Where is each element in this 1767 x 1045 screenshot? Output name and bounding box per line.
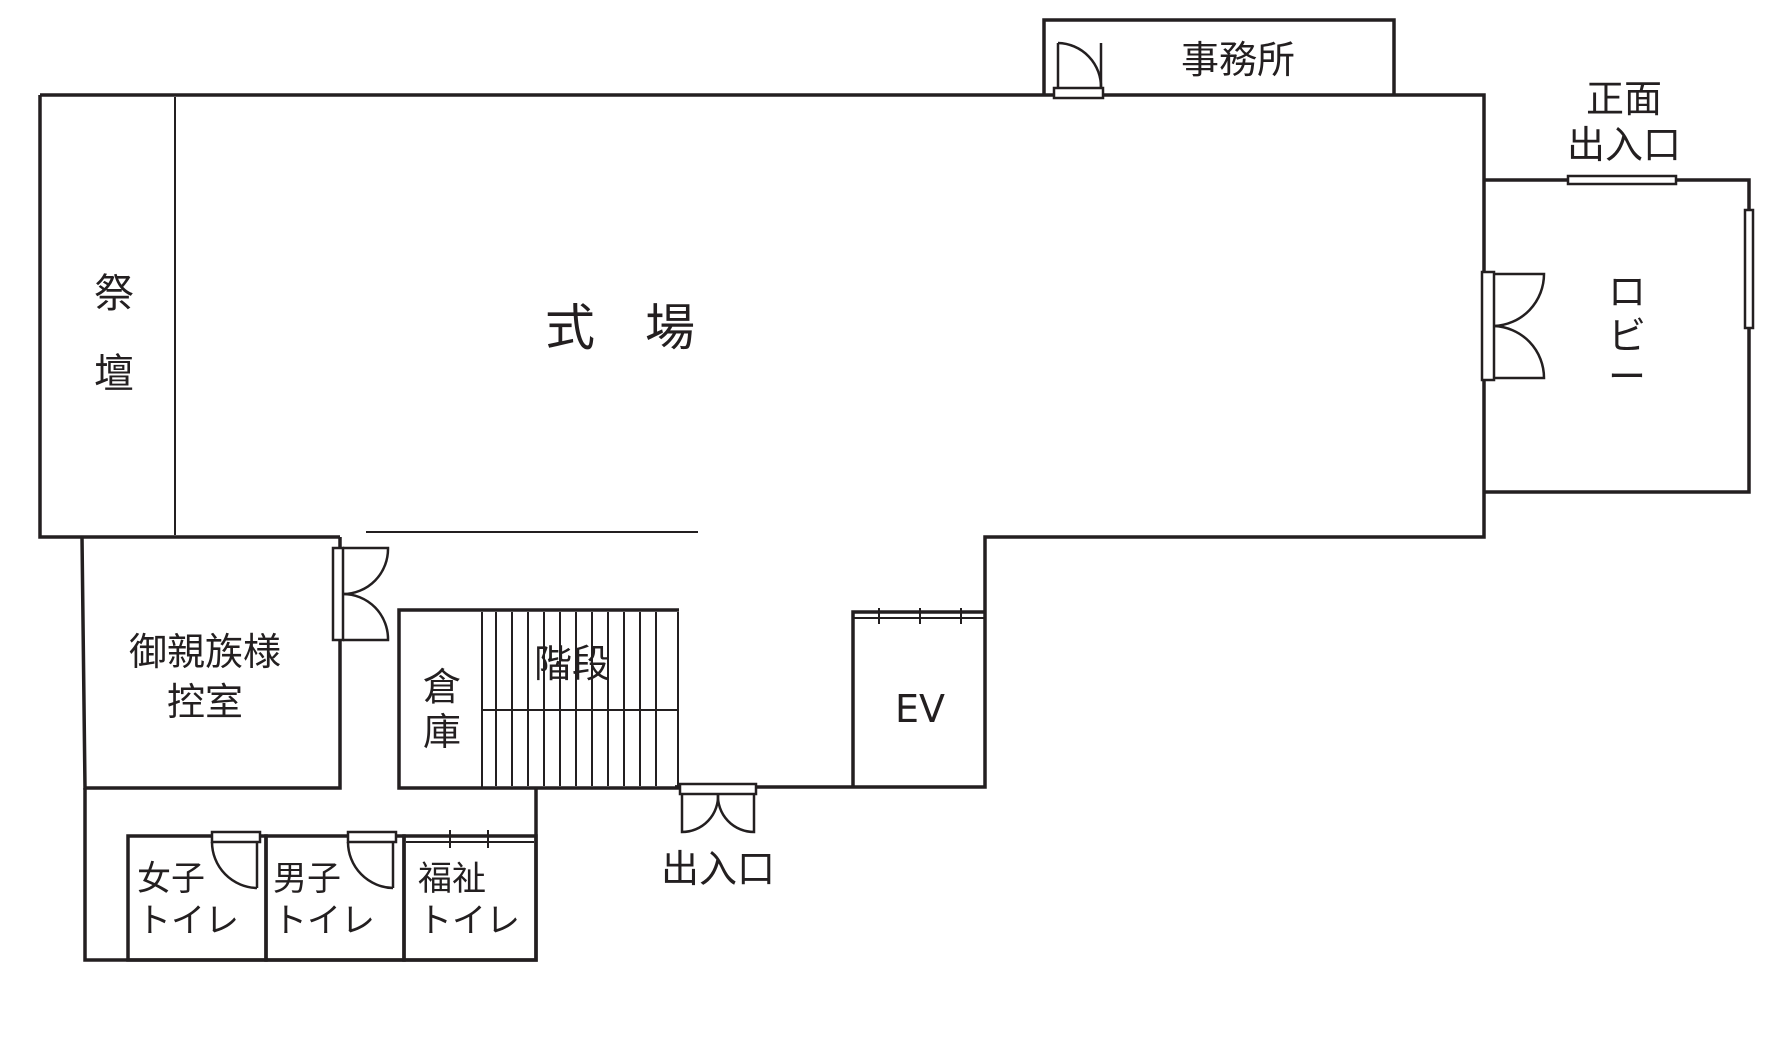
svg-text:福祉: 福祉 — [418, 859, 486, 899]
svg-text:トイレ: トイレ — [418, 901, 520, 941]
stairs-label: 階段 — [534, 642, 610, 686]
womens-toilet-door — [210, 830, 262, 890]
altar-label: 祭 壇 — [94, 271, 134, 397]
mens-toilet-label: 男子 トイレ — [273, 859, 375, 941]
svg-text:庫: 庫 — [423, 710, 461, 754]
svg-text:ビ: ビ — [1608, 314, 1646, 358]
hall-label: 式 場 — [545, 299, 695, 357]
elevator-label: EV — [895, 687, 945, 731]
svg-text:男子: 男子 — [273, 859, 341, 899]
elevator-walls — [851, 608, 985, 787]
svg-text:御親族様: 御親族様 — [129, 630, 281, 674]
accessible-toilet-label: 福祉 トイレ — [418, 859, 520, 941]
svg-text:祭: 祭 — [94, 271, 134, 317]
family-room-door — [331, 546, 390, 642]
family-room-walls — [80, 536, 342, 790]
stair-treads — [495, 612, 679, 786]
lobby-window — [1743, 208, 1755, 330]
mens-toilet-door — [346, 830, 398, 890]
svg-text:倉: 倉 — [423, 665, 461, 709]
family-room-label: 御親族様 控室 — [129, 630, 281, 724]
svg-text:トイレ: トイレ — [137, 901, 239, 941]
toilet-block-walls — [83, 788, 538, 962]
accessible-toilet-door — [406, 830, 534, 848]
svg-text:出入口: 出入口 — [1567, 123, 1681, 167]
storage-walls — [397, 608, 679, 790]
svg-text:正面: 正面 — [1586, 77, 1662, 121]
svg-text:女子: 女子 — [137, 859, 205, 899]
svg-text:ー: ー — [1608, 355, 1646, 399]
storage-label: 倉 庫 — [423, 665, 461, 754]
svg-text:壇: 壇 — [94, 351, 134, 397]
office-label: 事務所 — [1181, 38, 1295, 82]
front-entrance-label: 正面 出入口 — [1567, 77, 1681, 167]
lobby-label: ロ ビ ー — [1608, 270, 1646, 399]
svg-text:ロ: ロ — [1608, 270, 1646, 314]
entrance-label: 出入口 — [661, 847, 775, 891]
svg-text:トイレ: トイレ — [273, 901, 375, 941]
office-walls — [1042, 18, 1396, 95]
lobby-double-door — [1480, 270, 1546, 382]
hall-walls — [38, 93, 1486, 789]
front-entrance-door — [1566, 174, 1678, 186]
womens-toilet-label: 女子 トイレ — [137, 859, 239, 941]
entrance-door — [675, 782, 758, 834]
office-door — [1052, 41, 1105, 100]
svg-text:控室: 控室 — [167, 680, 243, 724]
